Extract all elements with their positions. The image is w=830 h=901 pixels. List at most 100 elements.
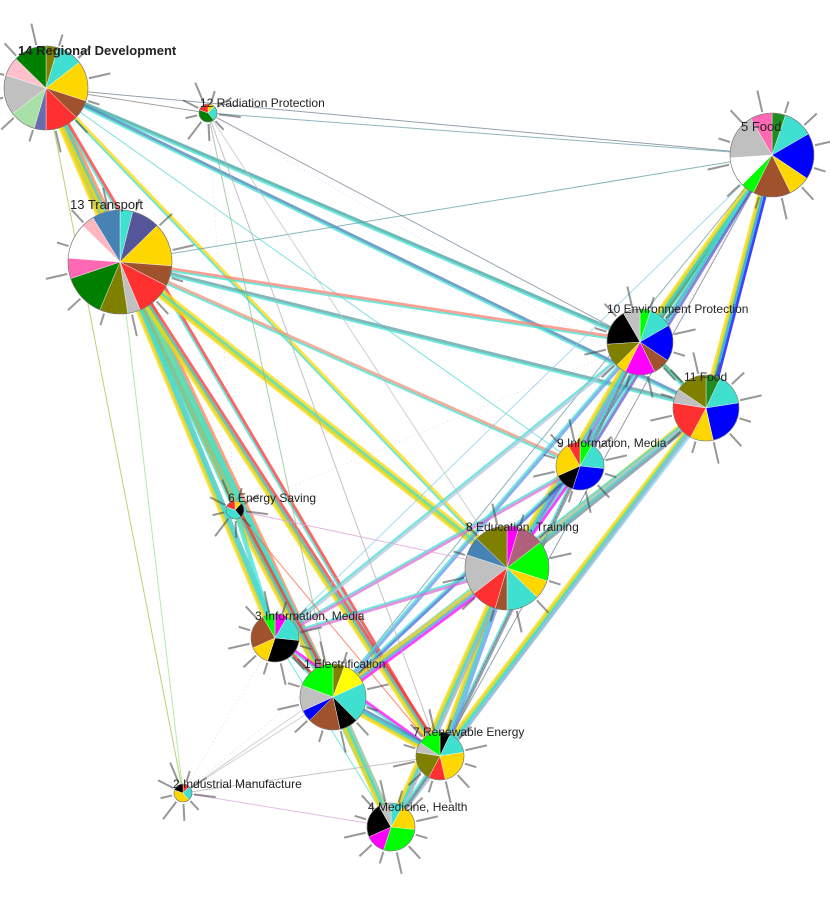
- node-n3[interactable]: [250, 613, 300, 663]
- spoke-n11: [650, 414, 673, 422]
- node-label-n5[interactable]: 5 Food: [741, 119, 781, 134]
- spoke-n10: [594, 327, 607, 333]
- node-n13[interactable]: [67, 209, 173, 315]
- spoke-n3: [238, 625, 251, 632]
- edge-n5-n11: [703, 154, 775, 409]
- node-label-n9[interactable]: 9 Information, Media: [557, 436, 667, 450]
- spoke-n13: [67, 297, 82, 311]
- node-label-n7[interactable]: 7 Renewable Energy: [413, 725, 524, 739]
- edge-n10-n3: [273, 340, 640, 638]
- edge-n14-n11: [45, 85, 708, 409]
- spoke-n14: [54, 130, 62, 153]
- edge-n9-n7: [439, 465, 581, 757]
- spoke-n10: [673, 351, 686, 357]
- spoke-n9: [568, 418, 576, 441]
- spoke-n13: [71, 209, 85, 224]
- node-n12[interactable]: [198, 103, 218, 123]
- node-n11[interactable]: [672, 374, 740, 442]
- spoke-n3: [291, 656, 305, 671]
- spoke-n8: [519, 514, 525, 527]
- node-label-n13[interactable]: 13 Transport: [70, 197, 143, 212]
- spoke-n1: [277, 703, 300, 711]
- spoke-n9: [543, 453, 556, 460]
- node-label-n6[interactable]: 6 Energy Saving: [228, 491, 316, 505]
- node-outline: [250, 613, 300, 663]
- spoke-n3: [279, 663, 287, 686]
- dotted-edge: [182, 637, 276, 794]
- spoke-n13: [102, 187, 110, 210]
- spoke-n1: [318, 730, 324, 743]
- edge-n12-n7: [207, 112, 441, 757]
- edge-n8-n4: [387, 566, 507, 827]
- spoke-n3: [245, 605, 259, 620]
- node-outline: [555, 441, 605, 491]
- spoke-n14: [3, 42, 17, 57]
- spoke-n4: [415, 833, 428, 840]
- spoke-n10: [649, 296, 655, 309]
- edge-layer: [42, 85, 778, 830]
- spoke-n4: [379, 779, 387, 802]
- node-n6[interactable]: [225, 500, 245, 520]
- spoke-n14: [88, 72, 111, 80]
- node-n4[interactable]: [366, 802, 416, 852]
- spoke-n1: [356, 721, 370, 736]
- node-label-n2[interactable]: 2 Industrial Manufacture: [173, 777, 302, 791]
- edge-n13-n7: [116, 262, 440, 759]
- node-label-n12[interactable]: 12 Radiation Protection: [200, 96, 325, 110]
- edge-n14-n9: [45, 87, 581, 467]
- node-outline: [225, 500, 245, 520]
- spoke-n11: [739, 417, 752, 423]
- edge-n13-n10: [119, 259, 641, 343]
- spoke-n4: [397, 790, 404, 803]
- spoke-n10: [601, 365, 616, 379]
- node-n8[interactable]: [464, 525, 550, 611]
- node-label-n4[interactable]: 4 Medicine, Health: [368, 800, 467, 814]
- node-n14[interactable]: [3, 45, 89, 131]
- node-label-n8[interactable]: 8 Education, Training: [466, 520, 579, 534]
- spoke-n8: [453, 550, 466, 556]
- edge-n14-n10: [45, 85, 642, 343]
- node-n5[interactable]: [729, 112, 815, 198]
- spoke-n6: [243, 493, 260, 505]
- node-outline: [415, 731, 465, 781]
- spoke-n8: [549, 552, 572, 560]
- spoke-n11: [712, 441, 720, 464]
- spoke-n7: [446, 719, 453, 732]
- spoke-n5: [754, 196, 760, 209]
- node-label-n3[interactable]: 3 Information, Media: [255, 609, 365, 623]
- spoke-n5: [726, 184, 741, 198]
- spoke-n9: [605, 454, 628, 462]
- node-n2[interactable]: [173, 783, 193, 803]
- spoke-n7: [427, 780, 434, 793]
- spoke-n13: [56, 241, 69, 247]
- spoke-n3: [293, 608, 308, 622]
- edge-n13-n3: [117, 261, 278, 639]
- spoke-n7: [428, 708, 436, 731]
- spoke-n14: [87, 100, 100, 106]
- node-label-n10[interactable]: 10 Environment Protection: [607, 302, 748, 316]
- edge-n14-n8: [45, 86, 509, 569]
- node-n1[interactable]: [299, 663, 367, 731]
- spoke-n8: [515, 610, 523, 633]
- node-label-n14[interactable]: 14 Regional Development: [18, 43, 177, 58]
- node-label-n11[interactable]: 11 Food: [684, 370, 727, 384]
- node-label-n1[interactable]: 1 Electrification: [304, 657, 385, 671]
- node-n10[interactable]: [606, 308, 674, 376]
- edge-n12-n1: [207, 112, 334, 698]
- spoke-n1: [319, 641, 327, 664]
- spoke-n10: [663, 366, 677, 381]
- spoke-n3: [281, 601, 288, 614]
- spoke-n6: [209, 496, 226, 506]
- edge-n8-n6: [234, 509, 508, 569]
- spoke-n12: [185, 114, 198, 120]
- node-n7[interactable]: [415, 731, 465, 781]
- spoke-n10: [646, 375, 654, 398]
- node-n9[interactable]: [555, 441, 605, 491]
- spoke-n4: [343, 831, 366, 839]
- spoke-n8: [461, 597, 476, 611]
- edge-n3-n4: [274, 637, 392, 828]
- spoke-n13: [130, 314, 138, 337]
- spoke-n12: [187, 121, 203, 140]
- spoke-n2: [185, 770, 191, 783]
